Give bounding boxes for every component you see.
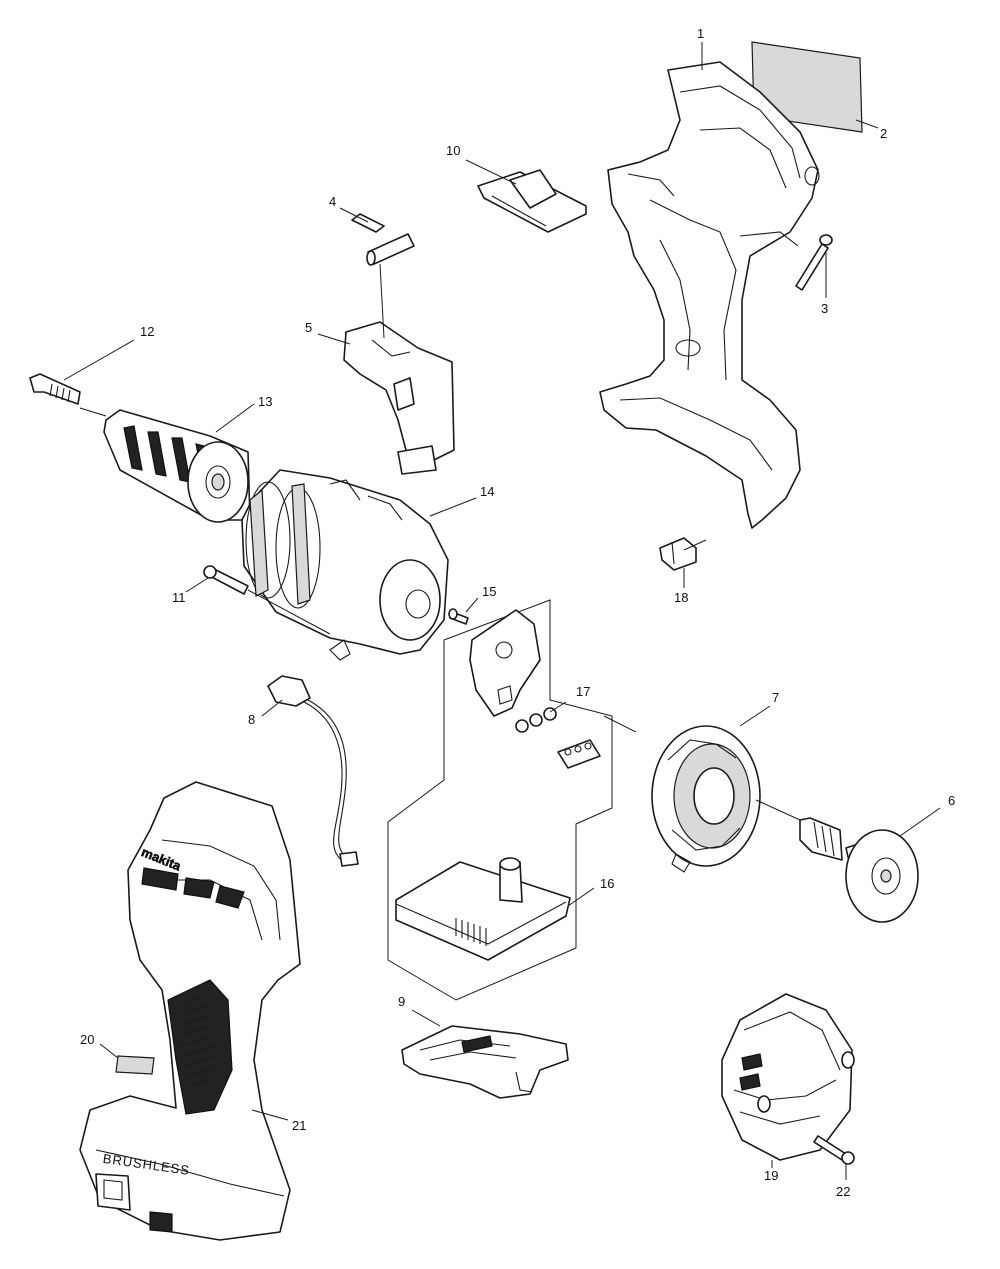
part-5-switch [343, 321, 455, 475]
callout-7: 7 [772, 690, 779, 705]
callout-18: 18 [674, 590, 688, 605]
callout-12: 12 [140, 324, 154, 339]
callout-22: 22 [836, 1184, 850, 1199]
callout-4: 4 [329, 194, 336, 209]
part-18-clip [659, 537, 697, 571]
callout-16: 16 [600, 876, 614, 891]
part-22-screw [813, 1135, 855, 1165]
callout-6: 6 [948, 793, 955, 808]
callout-5: 5 [305, 320, 312, 335]
callout-labels: 1 2 3 4 5 6 7 8 9 10 11 12 13 14 15 16 1… [80, 26, 955, 1199]
callout-21: 21 [292, 1118, 306, 1133]
part-17-terminals [515, 707, 557, 733]
callout-17: 17 [576, 684, 590, 699]
part-20-label [115, 1055, 155, 1075]
part-12-bolt [29, 373, 81, 405]
callout-10: 10 [446, 143, 460, 158]
callout-1: 1 [697, 26, 704, 41]
callout-2: 2 [880, 126, 887, 141]
callout-9: 9 [398, 994, 405, 1009]
part-7-stator [651, 725, 761, 873]
part-3-screw [795, 234, 833, 291]
leader-lines [63, 42, 941, 1180]
callout-3: 3 [821, 301, 828, 316]
callout-14: 14 [480, 484, 494, 499]
part-15-small-screw [448, 608, 469, 625]
part-8-led-wire [267, 675, 359, 867]
part-21-housing-half: BRUSHLESS makita [79, 781, 301, 1241]
part-1-housing-half [599, 61, 820, 529]
callout-11: 11 [172, 590, 186, 605]
part-6-rotor [799, 817, 919, 923]
controller-group-outline [387, 599, 613, 1001]
part-16-controller [395, 857, 571, 961]
part-13-chuck [103, 409, 251, 523]
callout-19: 19 [764, 1168, 778, 1183]
callout-13: 13 [258, 394, 272, 409]
callout-8: 8 [248, 712, 255, 727]
part-10-lever-plate [477, 169, 587, 233]
part-17-sensor-plate [469, 609, 541, 717]
part-11-screw [203, 565, 249, 595]
part-9-battery-terminal [401, 1025, 569, 1099]
part-17-connector-block [557, 739, 601, 769]
callout-15: 15 [482, 584, 496, 599]
callout-20: 20 [80, 1032, 94, 1047]
part-14-gear-assembly [241, 469, 449, 661]
part-4-reversing-button [351, 213, 415, 266]
part-19-rear-cover [721, 993, 855, 1161]
